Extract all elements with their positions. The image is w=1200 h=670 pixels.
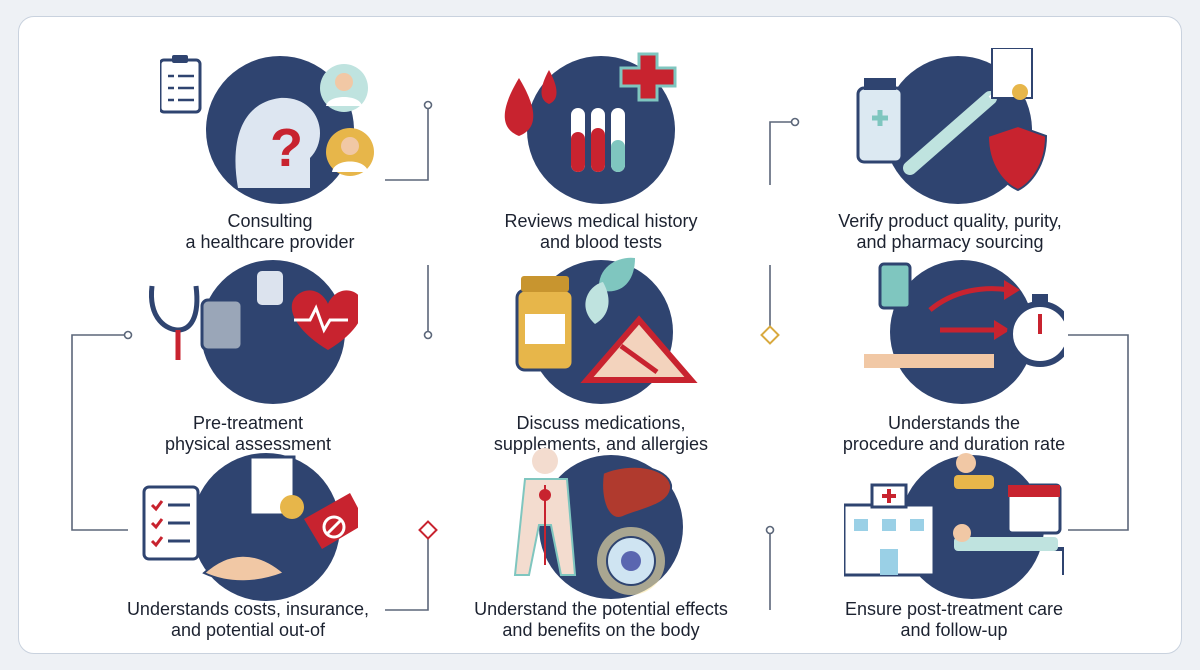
step-7-caption: Understands costs, insurance,and potenti… xyxy=(126,599,370,640)
step-9-illustration xyxy=(844,453,1064,599)
stopwatch-icon xyxy=(1007,294,1064,367)
checklist-icon xyxy=(142,455,304,561)
arrow-icon xyxy=(928,280,1020,340)
doctor-icon xyxy=(320,64,374,176)
heart-pulse-icon xyxy=(291,290,358,350)
pill-bottle-icon xyxy=(515,276,575,372)
vial-icon xyxy=(856,78,904,164)
step-4-illustration xyxy=(149,260,358,404)
step-6-illustration xyxy=(864,260,1064,404)
blood-drop-icon xyxy=(504,70,557,136)
step-costs-insurance: Understands costs, insurance,and potenti… xyxy=(58,445,438,653)
step-8-illustration xyxy=(513,448,683,599)
step-3-illustration xyxy=(856,48,1048,204)
clipboard-icon xyxy=(160,55,202,114)
stethoscope-icon xyxy=(149,285,200,360)
body-anatomy-icon xyxy=(513,448,577,576)
iv-drip-icon xyxy=(864,262,994,368)
liver-icon xyxy=(601,465,673,519)
handshake-icon xyxy=(202,554,286,583)
hospital-icon xyxy=(844,483,936,577)
test-tubes-icon xyxy=(571,108,625,172)
shield-icon xyxy=(986,124,1048,192)
step-2-illustration xyxy=(504,52,677,204)
leaf-icon xyxy=(585,257,635,324)
price-tag-icon xyxy=(304,493,358,549)
step-1-illustration: ? xyxy=(160,55,374,204)
cell-icon xyxy=(597,527,665,595)
step-5-illustration xyxy=(515,257,698,404)
step-7-illustration xyxy=(142,453,358,601)
blood-pressure-monitor-icon xyxy=(200,269,285,352)
patient-bed-icon xyxy=(938,453,1064,575)
step-product-quality: Verify product quality, purity,and pharm… xyxy=(760,48,1140,256)
medical-cross-icon xyxy=(619,52,677,102)
step-3-caption: Verify product quality, purity,and pharm… xyxy=(838,211,1062,252)
step-medications-allergies: Discuss medications,supplements, and all… xyxy=(411,250,791,458)
question-head-icon: ? xyxy=(235,97,320,188)
warning-sign-icon xyxy=(580,315,698,383)
certificate-icon xyxy=(991,48,1033,100)
svg-text:?: ? xyxy=(270,118,303,178)
calendar-icon xyxy=(1006,483,1062,535)
